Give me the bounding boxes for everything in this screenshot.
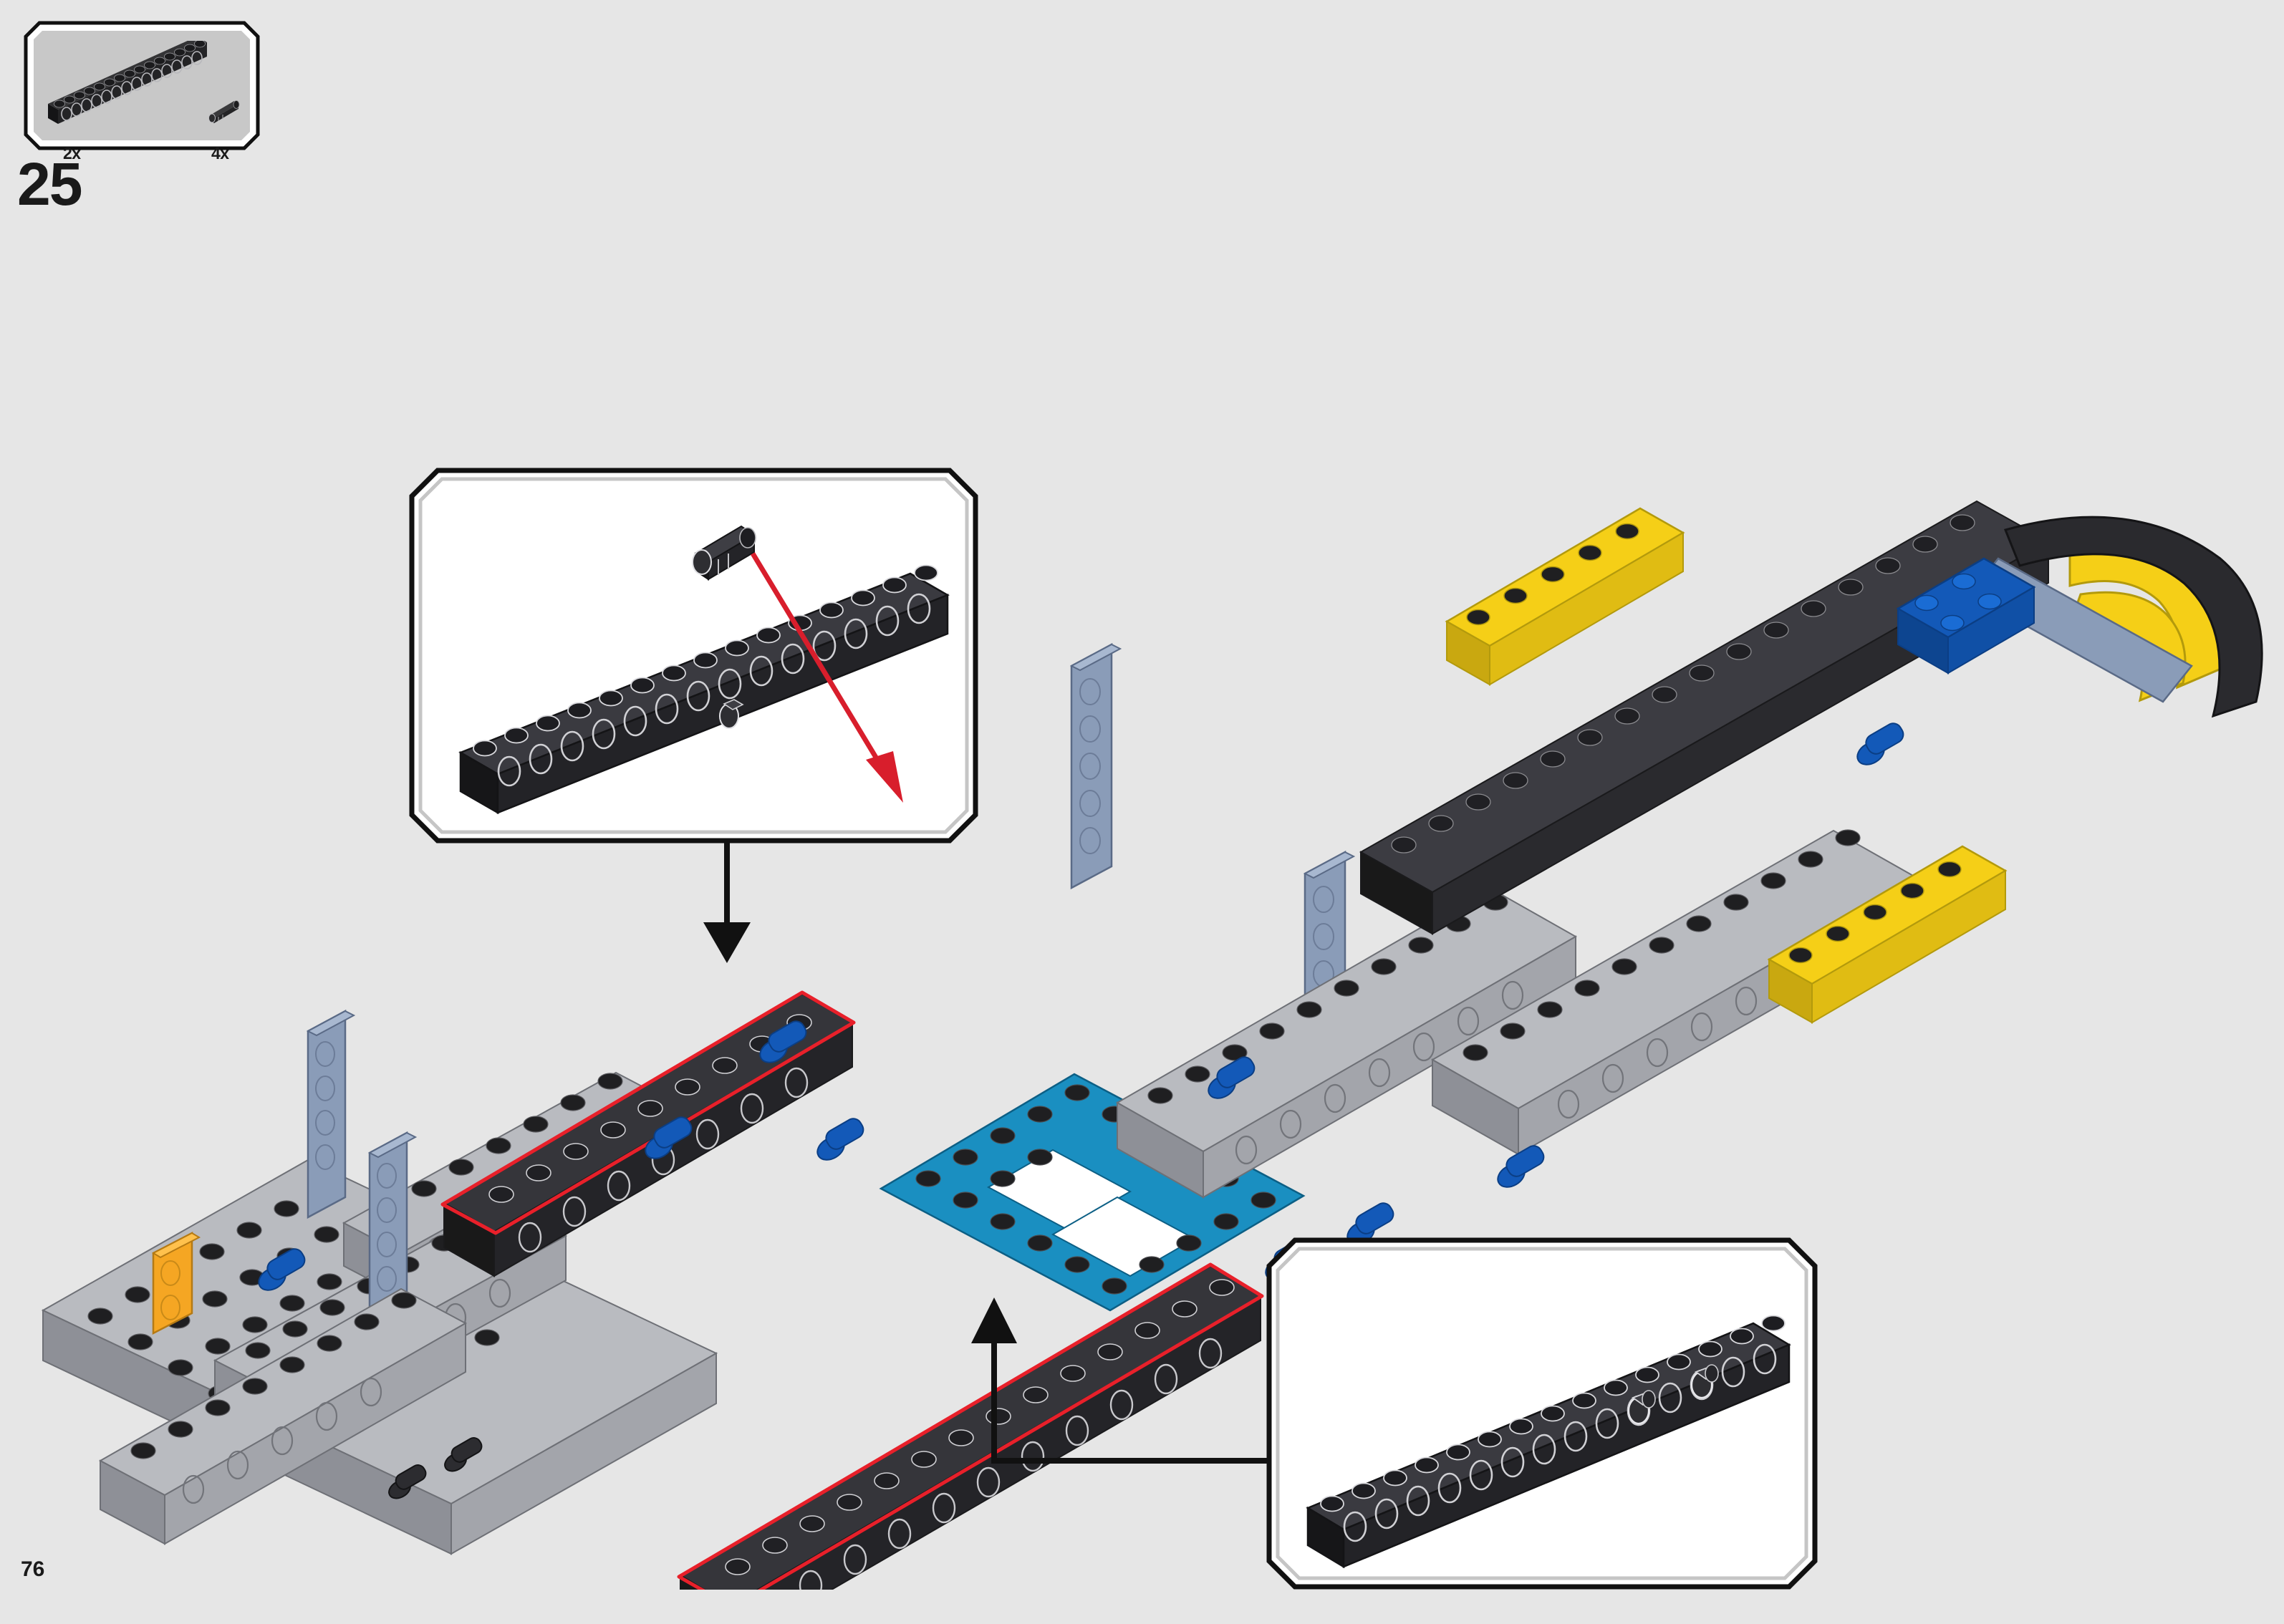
installed-pin-2 bbox=[1690, 1364, 1719, 1399]
step-number: 25 bbox=[17, 150, 82, 218]
center-azure-frame bbox=[879, 1073, 1306, 1312]
dark-spine-beam-right bbox=[1359, 500, 2051, 935]
detail-bottom-illustration bbox=[1266, 1237, 1818, 1590]
detail-inserted-pin bbox=[719, 699, 744, 729]
yellow-beam-upper bbox=[1445, 507, 1685, 686]
part-quantity-beam: 2x bbox=[63, 144, 81, 163]
detail-beam-with-pins bbox=[1306, 1315, 1791, 1569]
gray-beam-foreground bbox=[98, 1287, 468, 1545]
dark-pins-foreground bbox=[388, 1437, 483, 1499]
detail-insertion-arrow bbox=[751, 552, 903, 803]
detail-top-illustration bbox=[409, 468, 978, 844]
model-assembly-illustration bbox=[0, 430, 2284, 1590]
part-quantity-pin: 4x bbox=[211, 144, 229, 163]
installed-pin-1 bbox=[1627, 1390, 1656, 1425]
detail-callout-bottom bbox=[1266, 1237, 1818, 1590]
orange-panel-1 bbox=[151, 1231, 201, 1335]
parts-required-box: 2x 4x bbox=[24, 21, 260, 163]
yellow-beam-lower bbox=[1767, 845, 2008, 1024]
black-curved-fender bbox=[2003, 516, 2263, 718]
sand-blue-panel-c bbox=[1069, 642, 1122, 890]
detail-callout-top bbox=[409, 468, 978, 844]
part-technic-beam-1x16 bbox=[44, 37, 216, 127]
detail-beam bbox=[458, 564, 950, 815]
blue-bricks-right bbox=[1896, 557, 2036, 675]
part-technic-pin bbox=[204, 97, 246, 125]
highlighted-beam-right bbox=[677, 1262, 1264, 1590]
sand-blue-panel-a bbox=[306, 1009, 356, 1219]
highlighted-beam-left bbox=[440, 990, 856, 1277]
page-number: 76 bbox=[21, 1557, 45, 1581]
detail-floating-pin bbox=[692, 525, 756, 581]
